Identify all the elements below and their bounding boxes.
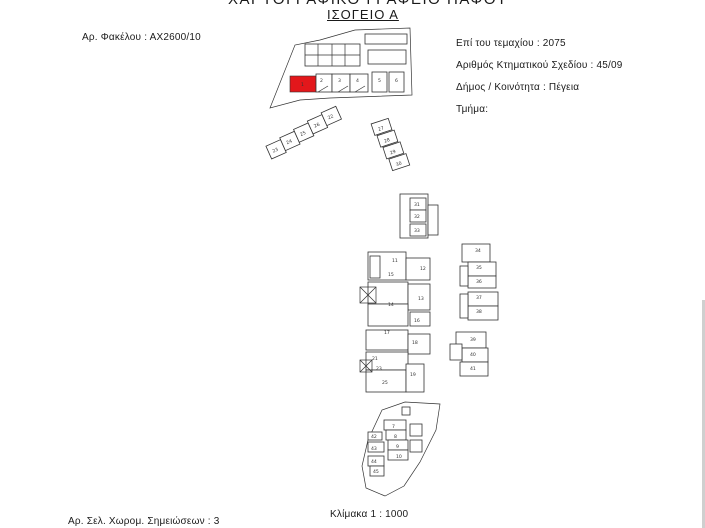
unit-label: 21	[372, 356, 378, 362]
right-cluster-a: 34 35 36 37 38	[459, 243, 499, 321]
unit-label: 3	[338, 78, 341, 84]
unit-label: 4	[356, 78, 359, 84]
central-top-block: 31 32 33	[399, 193, 439, 239]
unit-label: 42	[371, 434, 377, 440]
unit-label: 27	[377, 125, 384, 133]
unit-label: 45	[373, 469, 379, 475]
unit-label: 33	[414, 228, 420, 234]
unit-label: 40	[470, 352, 476, 358]
unit-label: 15	[388, 272, 394, 278]
unit-label: 29	[389, 149, 396, 157]
unit-label: 24	[285, 138, 293, 146]
scan-edge	[702, 300, 705, 528]
unit-label: 23	[376, 366, 382, 372]
unit-label: 41	[470, 366, 476, 372]
unit-label: 9	[396, 444, 399, 450]
municipality: Δήμος / Κοινότητα : Πέγεια	[456, 82, 580, 93]
office-title: ΧΑΡΤΟΓΡΑΦΙΚΟ ΓΡΑΦΕΙΟ ΠΑΦΟΥ	[228, 0, 508, 8]
unit-label: 30	[395, 161, 402, 169]
unit-label: 37	[476, 295, 482, 301]
unit-label: 35	[476, 265, 482, 271]
unit-label: 16	[414, 318, 420, 324]
west-cluster: 23 24 25 26 22	[265, 105, 342, 160]
east-cluster: 27 28 29 30	[370, 117, 411, 172]
unit-label: 31	[414, 202, 420, 208]
unit-label: 1	[301, 82, 304, 88]
unit-label: 34	[475, 248, 481, 254]
unit-label: 8	[394, 434, 397, 440]
unit-label: 43	[371, 446, 377, 452]
unit-label: 7	[392, 424, 395, 430]
file-number: Αρ. Φακέλου : ΑΧ2600/10	[82, 32, 201, 43]
section: Τμήμα:	[456, 104, 489, 115]
right-cluster-b: 39 40 41	[449, 331, 489, 377]
unit-label: 17	[384, 330, 390, 336]
survey-pages-note: Αρ. Σελ. Χωρομ. Σημειώσεων : 3	[68, 516, 220, 527]
unit-label: 25	[299, 130, 307, 138]
unit-label: 25	[382, 380, 388, 386]
unit-label: 26	[313, 122, 321, 130]
unit-label: 2	[320, 78, 323, 84]
unit-label: 23	[272, 147, 280, 155]
unit-label: 22	[327, 113, 335, 121]
unit-label: 32	[414, 214, 420, 220]
unit-label: 28	[383, 137, 390, 145]
south-cluster: 7 8 9 10 42 43 44 45	[361, 401, 441, 497]
unit-label: 38	[476, 309, 482, 315]
floor-title: ΙΣΟΓΕΙΟ Α	[327, 7, 399, 22]
unit-label: 13	[418, 296, 424, 302]
unit-label: 39	[470, 337, 476, 343]
unit-label: 18	[412, 340, 418, 346]
plot-number: Επί του τεμαχίου : 2075	[456, 38, 566, 49]
unit-label: 10	[396, 454, 402, 460]
central-left-block: 11 12 13 14 15 16 17 18 19 21 23 25	[359, 251, 431, 393]
unit-label: 36	[476, 279, 482, 285]
top-complex: 1 2 3 4 5 6	[269, 27, 413, 109]
unit-label: 12	[420, 266, 426, 272]
unit-label: 11	[392, 258, 398, 264]
unit-label: 19	[410, 372, 416, 378]
unit-label: 44	[371, 459, 377, 465]
unit-label: 6	[395, 78, 398, 84]
unit-label: 14	[388, 302, 394, 308]
scale-note: Κλίμακα 1 : 1000	[330, 509, 409, 520]
sheet-plan-number: Αριθμός Κτηματικού Σχεδίου : 45/09	[456, 60, 623, 71]
unit-label: 5	[378, 78, 381, 84]
